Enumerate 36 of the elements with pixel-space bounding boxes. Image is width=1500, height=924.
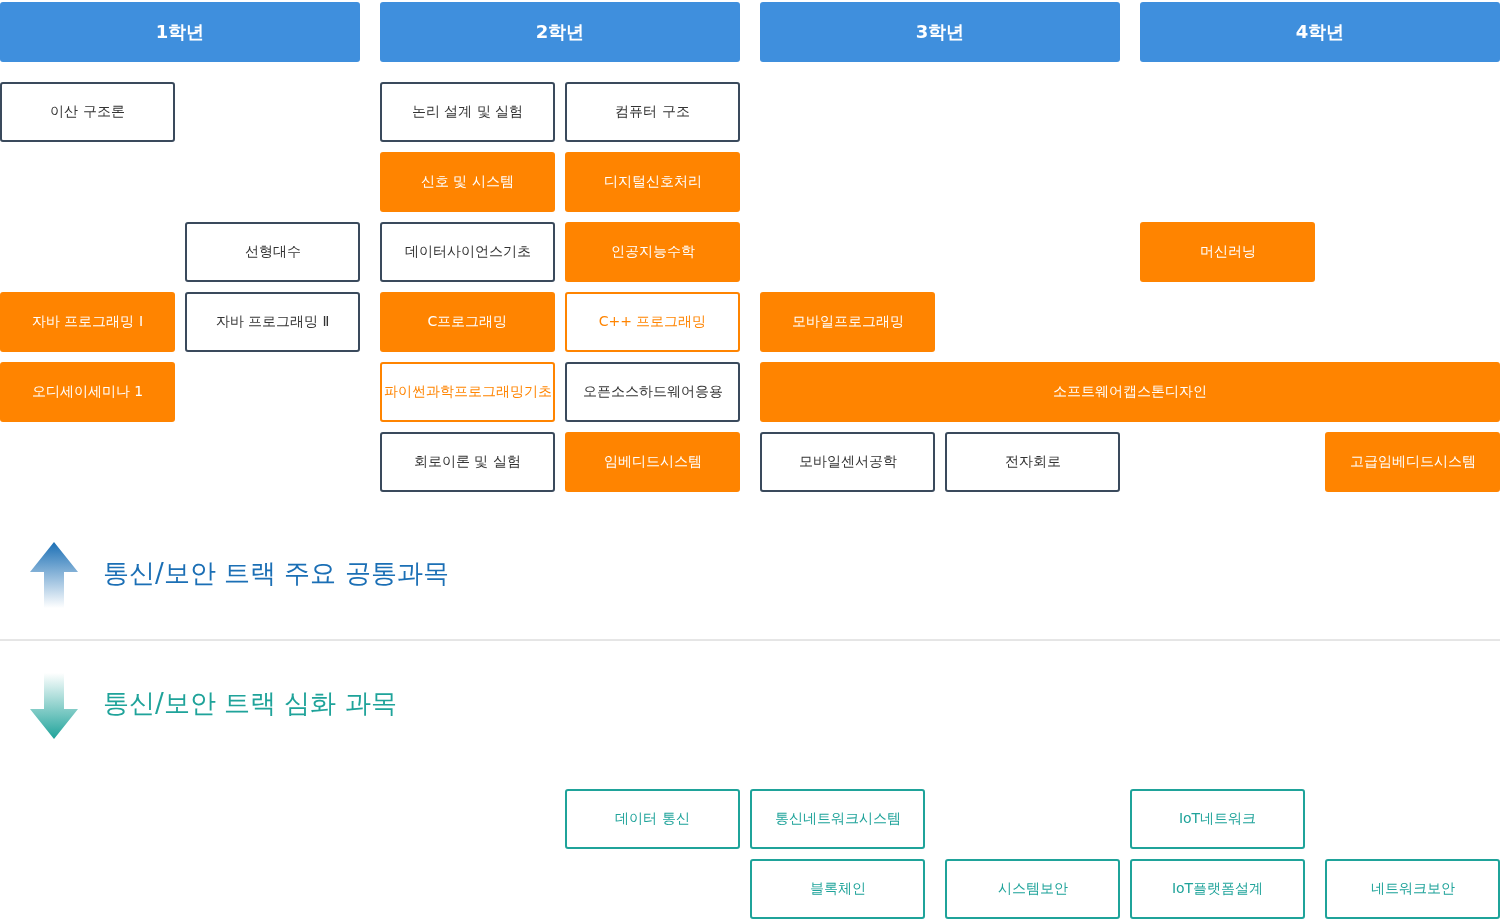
year-header: 1학년 <box>0 2 360 62</box>
course-box: 블록체인 <box>750 859 925 919</box>
course-box: 파이썬과학프로그래밍기초 <box>380 362 555 422</box>
course-box: 오디세이세미나 1 <box>0 362 175 422</box>
course-box: 머신러닝 <box>1140 222 1315 282</box>
course-box: 자바 프로그래밍 Ⅰ <box>0 292 175 352</box>
year-header: 3학년 <box>760 2 1120 62</box>
course-box: 전자회로 <box>945 432 1120 492</box>
course-box: 회로이론 및 실험 <box>380 432 555 492</box>
course-box: 데이터 통신 <box>565 789 740 849</box>
course-box: 논리 설계 및 실험 <box>380 82 555 142</box>
course-box: 소프트웨어캡스톤디자인 <box>760 362 1500 422</box>
course-box: 데이터사이언스기초 <box>380 222 555 282</box>
course-box: 컴퓨터 구조 <box>565 82 740 142</box>
course-box: 자바 프로그래밍 Ⅱ <box>185 292 360 352</box>
course-box: IoT네트워크 <box>1130 789 1305 849</box>
course-box: 네트워크보안 <box>1325 859 1500 919</box>
year-header: 2학년 <box>380 2 740 62</box>
course-box: 오픈소스하드웨어응용 <box>565 362 740 422</box>
section-heading: 통신/보안 트랙 주요 공통과목 <box>103 557 449 590</box>
course-box: 디지털신호처리 <box>565 152 740 212</box>
course-box: 고급임베디드시스템 <box>1325 432 1500 492</box>
course-box: IoT플랫폼설계 <box>1130 859 1305 919</box>
course-box: 모바일센서공학 <box>760 432 935 492</box>
course-box: 이산 구조론 <box>0 82 175 142</box>
course-box: 선형대수 <box>185 222 360 282</box>
year-header: 4학년 <box>1140 2 1500 62</box>
course-box: C++ 프로그래밍 <box>565 292 740 352</box>
course-box: 신호 및 시스템 <box>380 152 555 212</box>
course-box: 통신네트워크시스템 <box>750 789 925 849</box>
course-box: 임베디드시스템 <box>565 432 740 492</box>
course-box: 시스템보안 <box>945 859 1120 919</box>
course-box: 모바일프로그래밍 <box>760 292 935 352</box>
section-heading: 통신/보안 트랙 심화 과목 <box>103 687 397 720</box>
course-box: 인공지능수학 <box>565 222 740 282</box>
course-box: C프로그래밍 <box>380 292 555 352</box>
